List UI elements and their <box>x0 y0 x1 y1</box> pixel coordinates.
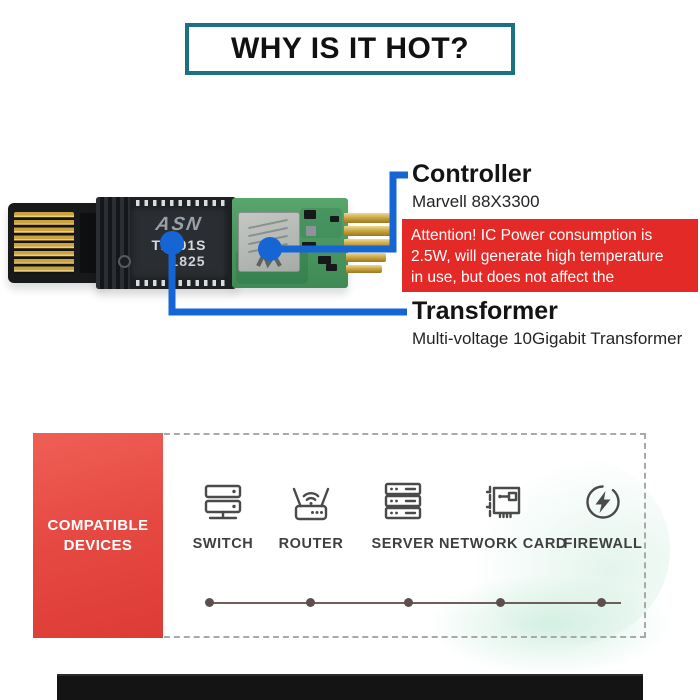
timeline-dot <box>404 598 413 607</box>
connector-slot <box>80 213 100 273</box>
chip-logo-mark <box>256 251 282 269</box>
device-label: SWITCH <box>192 536 254 552</box>
controller-chip <box>238 212 300 272</box>
mint-tint <box>430 575 670 675</box>
controller-heading: Controller <box>412 160 532 188</box>
router-icon <box>292 487 330 521</box>
gold-finger <box>344 226 392 236</box>
module-ribs <box>96 197 130 289</box>
device-label: FIREWALL <box>563 536 643 552</box>
smd-component <box>304 210 316 219</box>
timeline-line <box>209 602 621 604</box>
rj45-connector-left <box>8 203 108 283</box>
gold-pins <box>14 212 74 274</box>
device-network-card: NETWORK CARD <box>433 480 573 552</box>
gold-finger <box>346 265 382 273</box>
device-label: NETWORK CARD <box>438 536 568 552</box>
timeline-dot <box>597 598 606 607</box>
ribbon-line: COMPATIBLE <box>47 517 149 534</box>
timeline-dot <box>306 598 315 607</box>
chip-brand-label: ASN <box>154 214 205 235</box>
device-switch: SWITCH <box>153 480 293 552</box>
controller-subtext: Marvell 88X3300 <box>412 192 540 211</box>
switch-icon <box>204 484 242 520</box>
gold-finger <box>344 213 390 223</box>
gold-finger <box>344 239 390 249</box>
attention-box: Attention! IC Power consumption is 2.5W,… <box>402 219 698 292</box>
transformer-chip: ASN T2001S 1825 <box>130 206 228 280</box>
mold-dimple <box>118 255 131 268</box>
smd-component <box>326 264 337 271</box>
device-server: SERVER <box>333 480 473 552</box>
server-icon <box>384 482 422 520</box>
chip-pins-bottom <box>136 280 226 286</box>
chip-model-label: T2001S <box>151 237 207 253</box>
firewall-icon <box>586 485 620 519</box>
title-frame: WHY IS IT HOT? <box>185 23 515 75</box>
attention-line: 2.5W, will generate high temperature <box>411 248 664 265</box>
smd-component <box>330 216 339 222</box>
smd-component <box>302 242 316 251</box>
compatible-devices-ribbon: COMPATIBLE DEVICES <box>33 433 163 638</box>
device-label: ROUTER <box>278 536 344 552</box>
chip-code-label: 1825 <box>170 253 206 269</box>
page-title: WHY IS IT HOT? <box>230 32 470 65</box>
chip-pins-top <box>136 200 226 206</box>
gold-finger <box>346 253 386 262</box>
bottom-photo-strip <box>57 674 643 700</box>
ribbon-line: DEVICES <box>63 537 133 554</box>
smd-component <box>318 256 331 264</box>
attention-line: in use, but does not affect the <box>411 269 615 286</box>
device-router: ROUTER <box>241 480 381 552</box>
timeline-dot <box>205 598 214 607</box>
transformer-subtext: Multi-voltage 10Gigabit Transformer <box>412 329 683 348</box>
attention-line: Attention! IC Power consumption is <box>411 227 653 244</box>
smd-capacitor <box>306 226 316 236</box>
network-card-icon <box>485 485 521 519</box>
timeline-dot <box>496 598 505 607</box>
device-label: SERVER <box>371 536 435 552</box>
transformer-heading: Transformer <box>412 297 558 325</box>
device-firewall: FIREWALL <box>533 480 673 552</box>
